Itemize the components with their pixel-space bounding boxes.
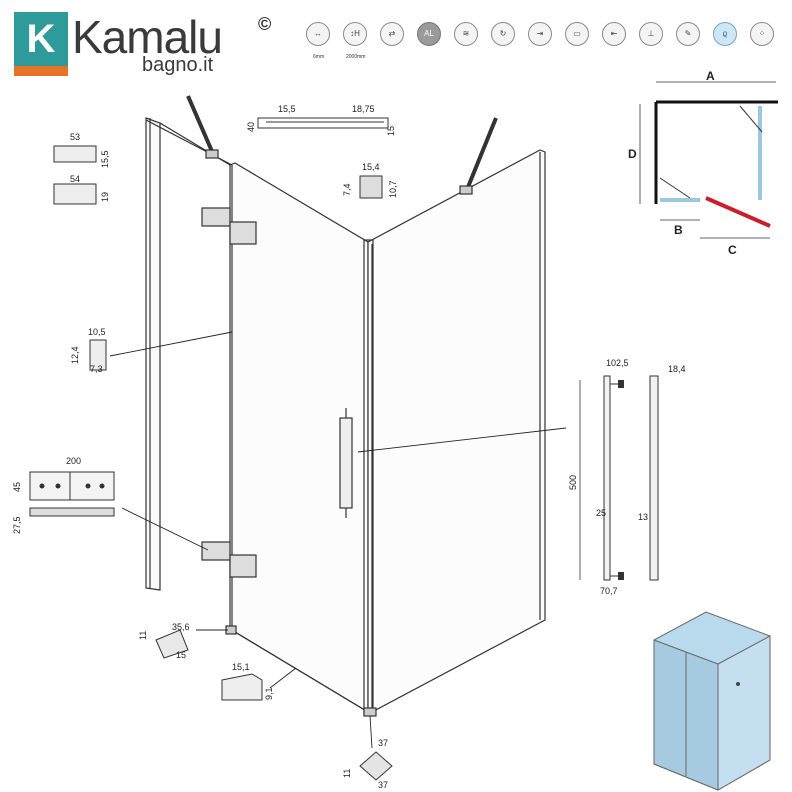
anti-limescale-icon: ⁘	[750, 22, 774, 46]
adjustable-profile-icon: ≋	[454, 22, 478, 46]
door-opening-icon: ⇥	[528, 22, 552, 46]
height-icon: ↕H	[343, 22, 367, 46]
dim-10-7: 10,7	[388, 180, 398, 198]
dim-35-6: 35,6	[172, 622, 190, 632]
plan-label-c: C	[728, 243, 737, 257]
magnetic-closure-icon: ▭	[565, 22, 589, 46]
dim-15b: 15	[176, 650, 186, 660]
dim-27-5: 27,5	[12, 516, 22, 534]
dim-15-5b: 15,5	[100, 150, 110, 168]
dim-7-4: 7,4	[342, 183, 352, 196]
dim-45: 45	[12, 482, 22, 492]
dim-70-7: 70,7	[600, 586, 618, 596]
logo-k-badge: K	[14, 12, 68, 66]
height-caption: 2000mm	[346, 54, 366, 60]
dim-12-4: 12,4	[70, 346, 80, 364]
detail-bottom-seal: 15,1 9,1	[221, 662, 274, 701]
dim-11: 11	[138, 631, 148, 640]
dim-15-5: 15,5	[278, 104, 296, 114]
dim-53: 53	[70, 132, 80, 142]
no-tools-icon: ✎	[676, 22, 700, 46]
logo-domain: bagno.it	[142, 54, 214, 76]
installation-icon: ⊥	[639, 22, 663, 46]
detail-handle: 102,5 500 25 70,7 18,4 13	[568, 358, 686, 596]
detail-top-bracket: 15,5 18,75 40 15	[246, 104, 396, 136]
aluminium-icon: AL	[417, 22, 441, 46]
dim-500: 500	[568, 475, 578, 490]
dim-11b: 11	[342, 769, 352, 778]
glass-thickness-icon: ↔	[306, 22, 330, 46]
dim-25: 25	[596, 508, 606, 518]
detail-hinge: 200 45 27,5	[12, 456, 115, 534]
plan-label-a: A	[706, 69, 715, 83]
dim-37: 37	[378, 738, 388, 748]
dim-54: 54	[70, 174, 80, 184]
dim-19: 19	[100, 192, 110, 202]
glass-thickness-caption: 6mm	[313, 54, 325, 60]
dim-7-3: 7,3	[90, 364, 103, 374]
shower-enclosure	[145, 95, 546, 717]
plan-label-b: B	[674, 223, 683, 237]
dim-13: 13	[638, 512, 648, 522]
plan-view: A D B C	[628, 69, 778, 257]
detail-bottom-pivot: 35,6 11 15	[138, 622, 190, 660]
easy-clean-icon: ϱ	[713, 22, 737, 46]
reversible-icon: ⇄	[380, 22, 404, 46]
preview-3d	[653, 611, 771, 791]
wall-fixing-icon: ⇤	[602, 22, 626, 46]
detail-corner-seal: 15,4 7,4 10,7	[342, 162, 398, 199]
dim-10-5: 10,5	[88, 327, 106, 337]
dim-15: 15	[386, 126, 396, 136]
dim-9-1: 9,1	[264, 687, 274, 700]
logo-copyright: ©	[258, 14, 272, 34]
dim-15-4: 15,4	[362, 162, 380, 172]
dim-40: 40	[246, 122, 256, 132]
logo-accent-bar	[14, 66, 68, 76]
detail-corner-foot: 37 11 37	[342, 738, 393, 790]
detail-profiles: 53 15,5 54 19	[53, 132, 110, 205]
dim-18-4: 18,4	[668, 364, 686, 374]
dim-15-1: 15,1	[232, 662, 250, 672]
brand-logo: K Kamalu © bagno.it	[14, 11, 284, 76]
detail-vertical-seal: 10,5 12,4 7,3	[70, 327, 107, 374]
dim-200: 200	[66, 456, 81, 466]
logo-name: Kamalu	[72, 11, 223, 63]
dim-37b: 37	[378, 780, 388, 790]
plan-label-d: D	[628, 147, 637, 161]
dim-18-75: 18,75	[352, 104, 375, 114]
dim-102-5: 102,5	[606, 358, 629, 368]
hinge-opening-icon: ↻	[491, 22, 515, 46]
leader-lines	[109, 331, 567, 749]
